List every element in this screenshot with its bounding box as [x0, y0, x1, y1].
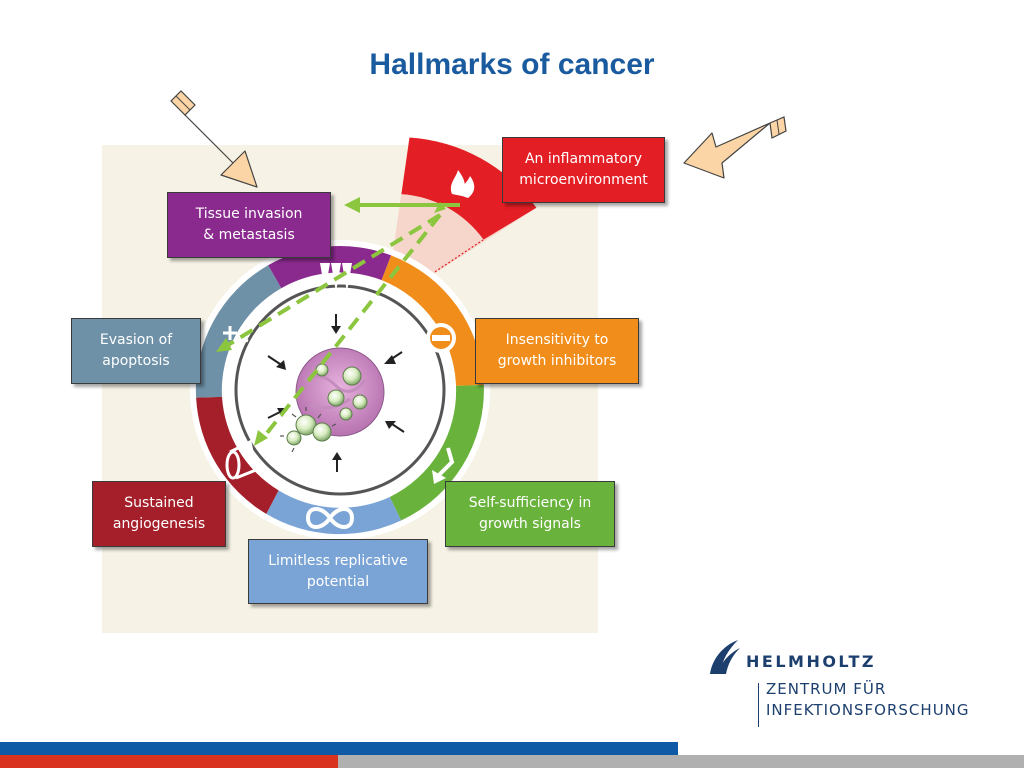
ring-segment-insensitivity [381, 255, 484, 386]
footer-color-bar [0, 742, 1024, 768]
hallmark-angiogenesis-label: Sustained angiogenesis [92, 481, 226, 547]
tumor-cluster [280, 347, 385, 453]
green-arrowheads [216, 197, 446, 446]
logo-name: HELMHOLTZ [746, 652, 876, 671]
flame-icon [450, 170, 475, 198]
green-dashed-arrows [226, 203, 460, 440]
pointer-arrow-left [170, 90, 258, 188]
vessel-icon [225, 439, 258, 480]
pointer-arrow-right [683, 116, 787, 179]
inward-arrows [267, 314, 405, 472]
inflammatory-dotted-edge [384, 239, 484, 306]
helmholtz-logo: HELMHOLTZ ZENTRUM FÜR INFEKTIONSFORSCHUN… [706, 638, 996, 733]
logo-divider [758, 683, 759, 727]
no-entry-icon [426, 323, 456, 353]
hallmark-invasion-label: Tissue invasion & metastasis [167, 192, 331, 258]
ring-segment-evasion [195, 265, 282, 398]
hallmark-replicative-label: Limitless replicative potential [248, 539, 428, 604]
footer-red-strip [0, 755, 338, 768]
hallmark-inflammatory-label: An inflammatory microenvironment [502, 137, 665, 203]
logo-subtitle-line1: ZENTRUM FÜR [766, 680, 887, 698]
logo-subtitle-line2: INFEKTIONSFORSCHUNG [766, 701, 970, 719]
hallmark-insensitivity-label: Insensitivity to growth inhibitors [475, 318, 639, 384]
footer-grey-strip [338, 755, 1024, 768]
hallmark-evasion-label: Evasion of apoptosis [71, 318, 201, 384]
helmholtz-logo-icon [710, 640, 740, 674]
infinity-icon [305, 507, 355, 529]
ring-segment-self-sufficiency [389, 384, 484, 521]
hallmark-self-sufficiency-label: Self-sufficiency in growth signals [445, 481, 615, 547]
footer-blue-strip [0, 742, 678, 755]
bent-arrow-icon [432, 447, 455, 484]
slide-title: Hallmarks of cancer [369, 48, 655, 81]
